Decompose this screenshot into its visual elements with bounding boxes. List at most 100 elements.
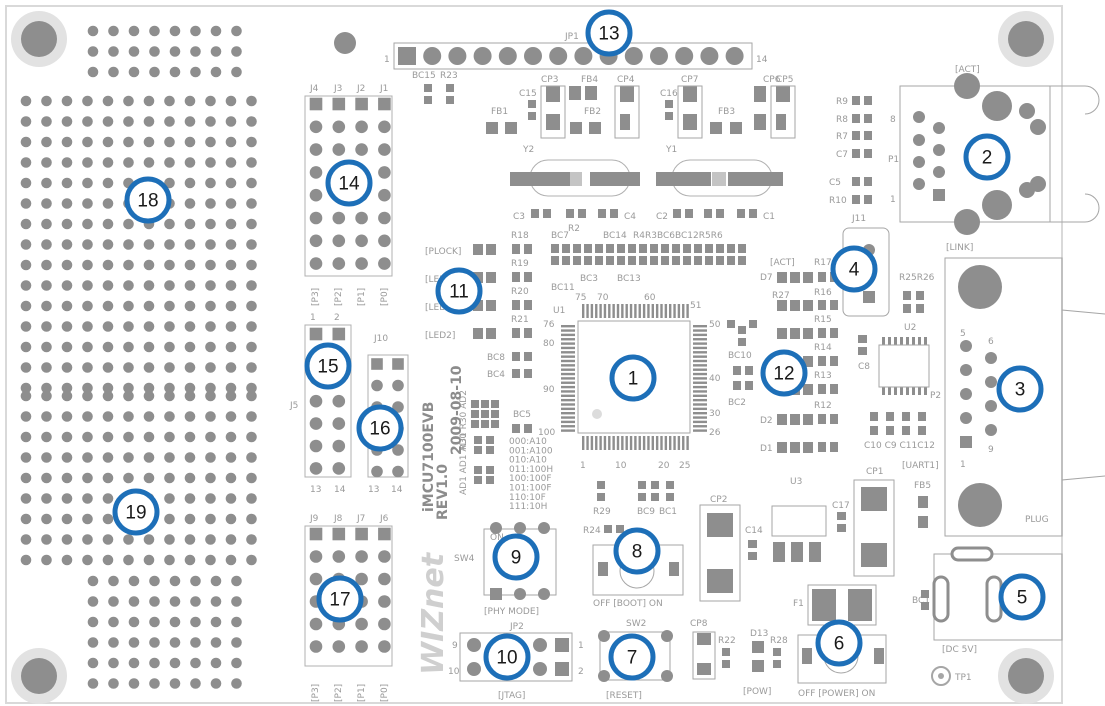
mcu-pin100-label: 100 [538,428,555,438]
c15-label: C15 [519,89,537,99]
r18-label: R18 [511,231,529,241]
res-pad [830,414,838,424]
proto-pad [205,239,216,250]
p2-label-lower: [P2] [334,684,344,702]
j5-pin2-label: 2 [334,313,340,323]
proto-pad [210,575,222,587]
mcu-pin [693,420,707,424]
proto-pad [87,46,99,57]
res-pad [830,300,838,310]
proto-pad [102,554,114,566]
proto-pad [164,341,175,353]
decap-pad [584,244,592,253]
callout-ring [760,349,808,397]
proto-pad [41,136,52,148]
jp1-pin [650,47,668,65]
proto-pad [246,259,257,271]
mcu-pin20-label: 20 [658,461,670,471]
proto-pad [225,95,237,107]
proto-pad [82,390,93,402]
mcu-pin [561,403,575,406]
proto-pad [20,554,32,566]
proto-pad [123,157,134,168]
jp1-pin [423,47,442,65]
mcu-pin [599,436,602,450]
proto-pad [123,218,134,230]
proto-pad [108,678,119,689]
mcu-pin [625,304,628,318]
callout-prototype-area-lower: 19 [112,488,160,536]
decap-pad [705,244,713,253]
header-pin [309,97,323,111]
proto-pad [143,554,155,566]
mcu-pin [561,412,575,415]
j10-pin14-label: 14 [391,485,403,495]
jp1-pin1-label: 1 [384,55,390,65]
proto-pad [231,596,242,607]
proto-pad [184,452,196,463]
decap-pad [617,244,625,253]
proto-pad [20,116,32,127]
proto-pad [225,534,237,545]
proto-pad [123,534,134,545]
proto-pad [20,300,32,312]
j5-label: J5 [289,401,298,411]
callout-number: 11 [449,282,469,303]
decap-pad [661,244,669,253]
proto-pad [61,198,73,209]
mcu-pin [561,338,575,341]
proto-pad [128,616,140,628]
header-pin [355,617,368,631]
res-pad [830,384,838,394]
proto-pad [149,596,160,607]
sw4-label: SW4 [454,554,475,564]
tp1-label: TP1 [954,673,972,683]
proto-pad [184,431,196,443]
proto-pad [164,390,175,402]
decap-pad [727,256,735,265]
mcu-pin [693,416,707,419]
proto-pad [231,25,242,37]
header-pin [378,527,391,541]
callout-ring [998,573,1046,621]
reset-switch[interactable]: SW2 [RESET] [598,619,673,701]
r13-label: R13 [814,371,832,381]
proto-pad [225,382,237,394]
callout-number: 1 [628,369,639,390]
proto-pad [205,382,216,394]
decap-pad [617,256,625,265]
mcu-pin [669,436,672,450]
j5-pin13-label: 13 [310,485,321,495]
proto-pad [61,259,73,271]
proto-pad [102,431,114,443]
led2-label: [LED2] [425,331,455,341]
crystal-y2: Y2 [510,145,640,197]
act-label: [ACT] [770,258,795,268]
callout-ring [325,159,373,207]
r12-label: R12 [814,401,832,411]
header-pin [355,97,368,111]
proto-pad [246,472,257,484]
proto-pad [164,554,175,566]
callout-ring [112,488,160,536]
proto-pad [128,25,140,37]
callout-ring [483,633,531,681]
proto-pad [246,452,257,463]
mcu-pin [693,329,707,332]
header-pin [332,257,346,270]
header-pin [332,120,346,134]
proto-pad [184,95,196,107]
res-pad [830,442,838,452]
db9-pin5-label: 5 [960,329,966,339]
mcu-pin [693,398,707,402]
led-pad [803,384,813,395]
proto-pad [123,321,134,332]
header-pin [378,120,391,134]
proto-pad [205,341,216,353]
proto-pad [123,259,134,271]
mcu-pin [693,429,707,432]
mcu-pin [693,325,707,328]
proto-pad [225,218,237,230]
phy-mode-switch[interactable]: SW4 ON [PHY MODE] [454,522,557,617]
proto-pad [41,362,52,373]
